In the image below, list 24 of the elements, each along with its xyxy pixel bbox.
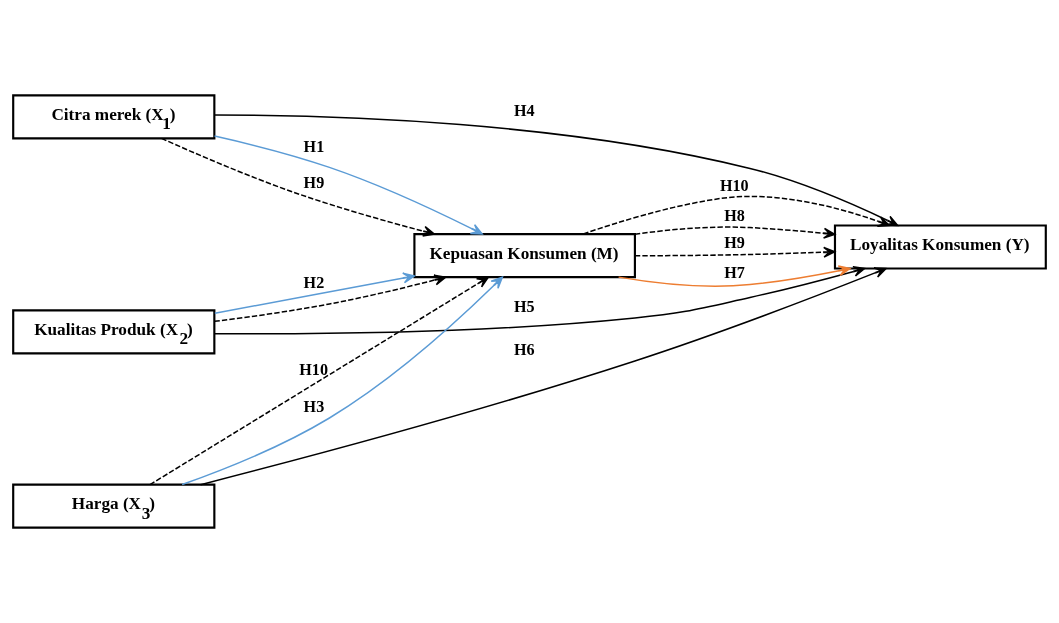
edge-label: H7	[724, 264, 745, 282]
node-box: Kepuasan Konsumen (M)	[413, 233, 636, 279]
arrow	[213, 274, 447, 323]
edge-label: H9	[303, 173, 325, 191]
edge-label: H10	[299, 360, 328, 378]
arrow	[213, 135, 483, 235]
arrow	[617, 265, 851, 287]
arrow	[634, 226, 836, 239]
edge-label: H10	[719, 177, 749, 195]
edge-label: H5	[513, 297, 535, 315]
arrow	[213, 265, 866, 335]
edge-label: H3	[303, 397, 325, 415]
edge-label: H9	[724, 234, 745, 252]
edge-label: H4	[513, 101, 535, 119]
arrow	[160, 137, 436, 237]
edge-label: H8	[724, 207, 745, 225]
edge-label: H6	[513, 340, 535, 358]
arrow	[634, 246, 836, 258]
node-box: Loyalitas Konsumen (Y)	[833, 224, 1047, 270]
arrow	[582, 195, 890, 235]
arrow	[214, 272, 415, 314]
arrow	[199, 267, 887, 486]
edge-label: H1	[303, 138, 325, 156]
edge-label: H2	[303, 273, 325, 291]
